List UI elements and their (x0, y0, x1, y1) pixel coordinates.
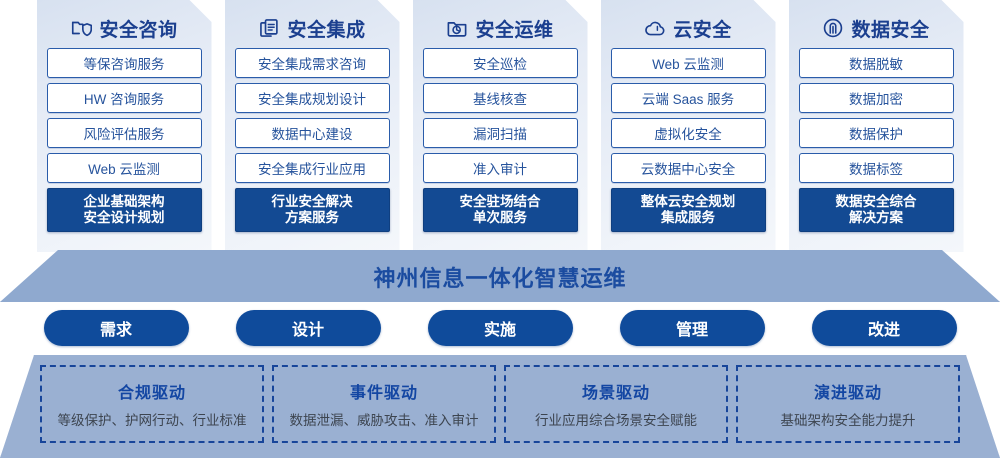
service-item[interactable]: 云数据中心安全 (611, 153, 766, 183)
driver-card-2: 事件驱动数据泄漏、威胁攻击、准入审计 (272, 365, 496, 443)
panel-title: 安全集成 (287, 19, 366, 41)
service-item[interactable]: 虚拟化安全 (611, 118, 766, 148)
service-item[interactable]: 安全集成规划设计 (235, 83, 390, 113)
platform-band: 神州信息一体化智慧运维 (0, 250, 1000, 302)
service-item[interactable]: 数据脱敏 (799, 48, 954, 78)
lifecycle-pills: 需求 设计 实施 管理 改进 (0, 310, 1000, 348)
panel-title: 数据安全 (851, 19, 930, 41)
driver-card-3: 场景驱动行业应用综合场景安全赋能 (504, 365, 728, 443)
driver-subtitle: 等级保护、护网行动、行业标准 (57, 413, 247, 428)
folder-chart-icon (446, 17, 468, 39)
drivers-footer: 合规驱动等级保护、护网行动、行业标准事件驱动数据泄漏、威胁攻击、准入审计场景驱动… (0, 355, 1000, 458)
lifecycle-pill-5[interactable]: 改进 (811, 310, 957, 346)
service-highlight-line: 整体云安全规划 (640, 194, 736, 209)
lifecycle-pill-2[interactable]: 设计 (235, 310, 381, 346)
platform-band-title: 神州信息一体化智慧运维 (373, 266, 627, 291)
service-highlight-line: 集成服务 (661, 210, 715, 225)
platform-band-outline (0, 250, 1000, 302)
lifecycle-pill-4[interactable]: 管理 (619, 310, 765, 346)
service-columns: 安全咨询等保咨询服务 HW 咨询服务风险评估服务 Web 云监测企业基础架构安全设计… (0, 0, 1000, 252)
service-item[interactable]: 风险评估服务 (47, 118, 202, 148)
panel-header: 数据安全 (799, 8, 954, 48)
service-highlight[interactable]: 企业基础架构安全设计规划 (47, 188, 202, 232)
service-highlight-line: 解决方案 (849, 210, 903, 225)
service-panel-1: 安全咨询等保咨询服务 HW 咨询服务风险评估服务 Web 云监测企业基础架构安全设计… (37, 0, 212, 252)
service-highlight-line: 方案服务 (285, 210, 339, 225)
service-highlight-line: 单次服务 (473, 210, 527, 225)
service-highlight[interactable]: 整体云安全规划集成服务 (611, 188, 766, 232)
service-item[interactable]: 云端 Saas 服务 (611, 83, 766, 113)
panel-title: 安全咨询 (99, 19, 178, 41)
service-item[interactable]: 等保咨询服务 (47, 48, 202, 78)
driver-title: 演进驱动 (813, 385, 882, 402)
service-item[interactable]: 安全集成需求咨询 (235, 48, 390, 78)
service-highlight[interactable]: 安全驻场结合单次服务 (423, 188, 578, 232)
driver-subtitle: 数据泄漏、威胁攻击、准入审计 (289, 413, 479, 428)
service-highlight-line: 行业安全解决 (271, 194, 353, 209)
service-item[interactable]: 安全巡检 (423, 48, 578, 78)
stacked-documents-icon (258, 17, 280, 39)
service-highlight-line: 安全设计规划 (83, 210, 165, 225)
service-item[interactable]: 基线核查 (423, 83, 578, 113)
cloud-icon (644, 17, 666, 39)
service-item[interactable]: 准入审计 (423, 153, 578, 183)
panel-header: 云安全 (611, 8, 766, 48)
service-item[interactable]: 数据标签 (799, 153, 954, 183)
service-highlight-line: 安全驻场结合 (459, 194, 541, 209)
panel-header: 安全运维 (423, 8, 578, 48)
service-highlight[interactable]: 行业安全解决方案服务 (235, 188, 390, 232)
folder-shield-icon (70, 17, 92, 39)
service-item[interactable]: HW 咨询服务 (47, 83, 202, 113)
service-item[interactable]: 漏洞扫描 (423, 118, 578, 148)
service-panel-5: 数据安全数据脱敏数据加密数据保护数据标签数据安全综合解决方案 (789, 0, 964, 252)
driver-title: 场景驱动 (581, 385, 650, 402)
service-highlight[interactable]: 数据安全综合解决方案 (799, 188, 954, 232)
service-item[interactable]: 数据加密 (799, 83, 954, 113)
service-item[interactable]: 数据中心建设 (235, 118, 390, 148)
service-item[interactable]: Web 云监测 (47, 153, 202, 183)
panel-title: 云安全 (673, 19, 732, 41)
driver-subtitle: 行业应用综合场景安全赋能 (535, 413, 697, 428)
service-item[interactable]: 数据保护 (799, 118, 954, 148)
lifecycle-pill-3[interactable]: 实施 (427, 310, 573, 346)
service-panel-2: 安全集成安全集成需求咨询安全集成规划设计数据中心建设安全集成行业应用行业安全解决… (225, 0, 400, 252)
driver-title: 合规驱动 (117, 385, 186, 402)
service-panel-3: 安全运维安全巡检基线核查漏洞扫描准入审计安全驻场结合单次服务 (413, 0, 588, 252)
driver-card-1: 合规驱动等级保护、护网行动、行业标准 (40, 365, 264, 443)
driver-card-4: 演进驱动基础架构安全能力提升 (736, 365, 960, 443)
lifecycle-pill-1[interactable]: 需求 (43, 310, 189, 346)
driver-title: 事件驱动 (349, 385, 418, 402)
service-item[interactable]: 安全集成行业应用 (235, 153, 390, 183)
driver-cards: 合规驱动等级保护、护网行动、行业标准事件驱动数据泄漏、威胁攻击、准入审计场景驱动… (0, 365, 1000, 445)
panel-header: 安全集成 (235, 8, 390, 48)
driver-subtitle: 基础架构安全能力提升 (780, 413, 916, 428)
service-item[interactable]: Web 云监测 (611, 48, 766, 78)
drivers-footer-outline (0, 355, 1000, 458)
service-highlight-line: 企业基础架构 (83, 194, 165, 209)
fingerprint-icon (822, 17, 844, 39)
service-highlight-line: 数据安全综合 (835, 194, 917, 209)
service-panel-4: 云安全 Web 云监测云端 Saas 服务虚拟化安全云数据中心安全整体云安全规划集… (601, 0, 776, 252)
panel-title: 安全运维 (475, 19, 554, 41)
panel-header: 安全咨询 (47, 8, 202, 48)
